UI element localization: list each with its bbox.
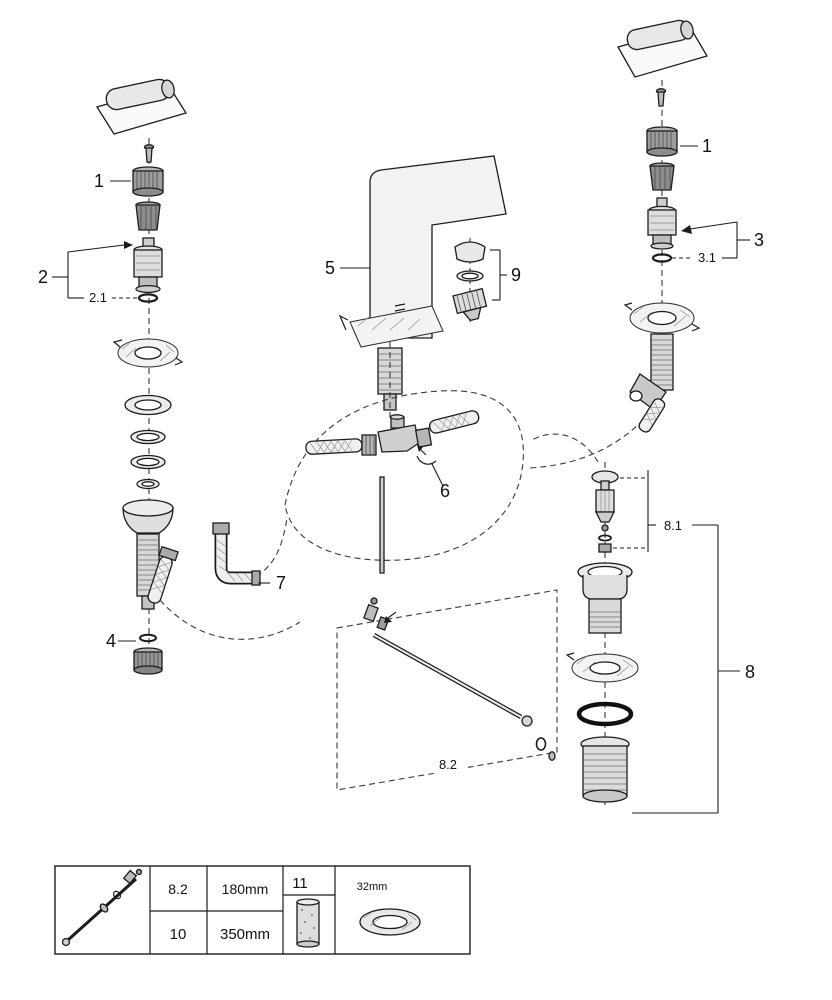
tee-body [377, 414, 420, 453]
callout-9: 9 [511, 265, 521, 285]
right-cap-nut [646, 126, 678, 157]
callout-left-4: 4 [106, 631, 116, 651]
legend-cartridge-ref: 11 [292, 875, 308, 892]
aerator-mousseur [452, 287, 488, 322]
left-cap-nut [132, 166, 164, 197]
callout-right-1: 1 [702, 136, 712, 156]
legend-rod-ref: 8.2 [168, 881, 188, 897]
callout-5: 5 [325, 258, 335, 278]
legend-rod-length: 180mm [222, 881, 269, 897]
left-spacer-rings [124, 394, 172, 490]
callout-right-3: 3 [754, 230, 764, 250]
spout-assembly: 5 [325, 155, 507, 420]
popup-plug [591, 470, 619, 553]
pull-rod-dashed-box [336, 589, 558, 791]
right-sleeve [649, 162, 675, 191]
callout-left-1: 1 [94, 171, 104, 191]
left-handle [95, 78, 188, 135]
tee-right-hose [428, 410, 480, 434]
legend-rod-drawing [61, 868, 143, 947]
drain-callout-bracket [632, 525, 740, 814]
callout-7: 7 [276, 573, 286, 593]
spout-shank [377, 342, 403, 420]
right-cartridge [647, 197, 677, 250]
legend-gasket-drawing [359, 908, 421, 936]
right-valve-assembly: 1 3 3.1 [617, 19, 764, 433]
right-cartridge-callout-bracket [681, 221, 750, 259]
drain-oring [576, 701, 634, 727]
legend-table: 8.2 180mm 10 350mm 11 32mm [54, 865, 471, 955]
right-valve-shank [629, 333, 674, 433]
left-sleeve [135, 201, 161, 231]
left-mounting-nut [133, 633, 163, 675]
pull-rod-assembly: 8.2 [336, 589, 558, 791]
spout-logo-mark [394, 303, 406, 312]
left-cartridge [133, 237, 163, 294]
callout-8: 8 [745, 662, 755, 682]
popup-plug-callout-bracket [613, 470, 718, 552]
tee-connector-assembly: 6 [305, 410, 480, 574]
left-hose-stub [147, 545, 179, 604]
left-base-horn [122, 499, 174, 534]
drain-escutcheon-sketch [565, 652, 639, 683]
aerator-dome [454, 241, 486, 263]
left-escutcheon-sketch [112, 338, 184, 368]
callout-8-2: 8.2 [439, 757, 457, 772]
tee-right-nut [414, 427, 433, 448]
left-cartridge-callout-bracket [52, 241, 133, 299]
callout-left-2: 2 [38, 267, 48, 287]
pull-rod-upper [379, 476, 385, 574]
right-handle-screw-icon [655, 88, 667, 107]
aerator-callout-bracket [490, 249, 507, 301]
right-handle [617, 19, 708, 78]
callout-6: 6 [440, 481, 450, 501]
callout-right-3-1: 3.1 [698, 250, 716, 265]
left-valve-assembly: 1 2 2.1 [38, 78, 188, 675]
drain-flange [577, 562, 633, 634]
legend-cartridge-drawing [296, 898, 320, 948]
left-handle-screw-icon [143, 144, 155, 163]
pull-rod-clamp [363, 597, 397, 631]
tee-clip-leader [431, 463, 444, 487]
elbow-hose: 7 [212, 522, 286, 593]
aerator-assembly: 9 [452, 238, 521, 322]
pull-rod-shaft [372, 633, 556, 761]
drain-tailpiece [580, 736, 630, 803]
callout-8-1: 8.1 [664, 518, 682, 533]
legend-gasket-size: 32mm [357, 881, 388, 893]
spout-body [369, 155, 507, 339]
tee-left-nut [361, 434, 377, 456]
legend-rod-alt-ref: 10 [170, 926, 187, 943]
tee-retaining-clip [416, 445, 437, 465]
callout-left-2-1: 2.1 [89, 290, 107, 305]
left-cartridge-oring [137, 293, 159, 303]
tee-left-hose [305, 438, 363, 455]
right-cartridge-oring [651, 253, 673, 263]
spout-escutcheon-sketch [338, 305, 444, 348]
drain-assembly: 8.1 8 [565, 462, 755, 814]
right-escutcheon-sketch [623, 302, 701, 334]
legend-rod-alt-length: 350mm [220, 926, 270, 943]
